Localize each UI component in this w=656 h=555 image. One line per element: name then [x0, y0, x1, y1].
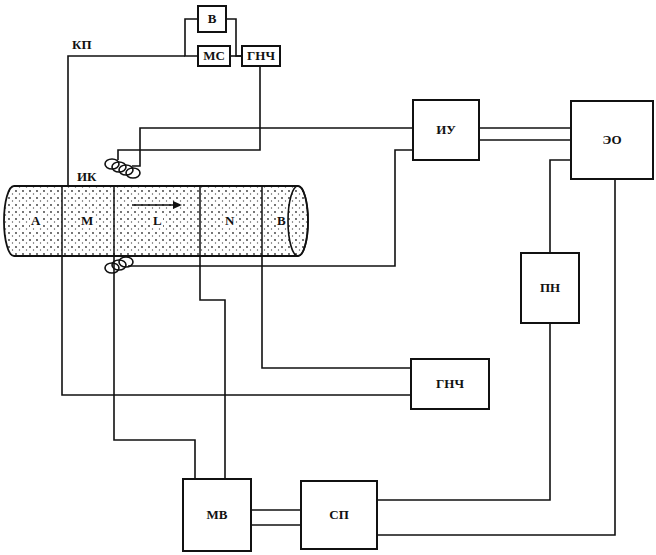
- block-box: МС: [197, 45, 231, 67]
- block-label: ПН: [538, 280, 562, 296]
- wire-connector: [550, 160, 570, 252]
- part-label: ИК: [76, 170, 98, 183]
- part-label: M: [80, 214, 94, 227]
- block-label: МС: [201, 48, 227, 64]
- block-box: ИУ: [412, 99, 480, 161]
- block-box: В: [197, 5, 227, 33]
- wire-connector: [378, 324, 550, 500]
- block-label: В: [206, 11, 219, 27]
- wire-connector: [378, 180, 615, 535]
- block-box: ПН: [520, 252, 580, 324]
- part-label: N: [224, 214, 235, 227]
- block-label: ГНЧ: [434, 376, 466, 392]
- block-box: СП: [300, 480, 378, 550]
- wire-connector: [231, 56, 241, 57]
- part-label: L: [152, 214, 163, 227]
- block-label: ЭО: [600, 132, 623, 148]
- part-label: B: [276, 214, 287, 227]
- block-box: ГНЧ: [410, 358, 490, 410]
- part-label: КП: [72, 38, 92, 51]
- block-box: МВ: [182, 478, 252, 552]
- part-label: A: [30, 214, 41, 227]
- wire-connector: [185, 19, 197, 56]
- block-label: ГНЧ: [245, 48, 277, 64]
- block-box: ЭО: [570, 100, 654, 180]
- block-box: ГНЧ: [241, 45, 281, 67]
- block-label: ИУ: [434, 122, 458, 138]
- wire-connector: [480, 128, 570, 129]
- block-label: МВ: [205, 507, 230, 523]
- wire-connector: [252, 510, 300, 511]
- block-label: СП: [327, 507, 351, 523]
